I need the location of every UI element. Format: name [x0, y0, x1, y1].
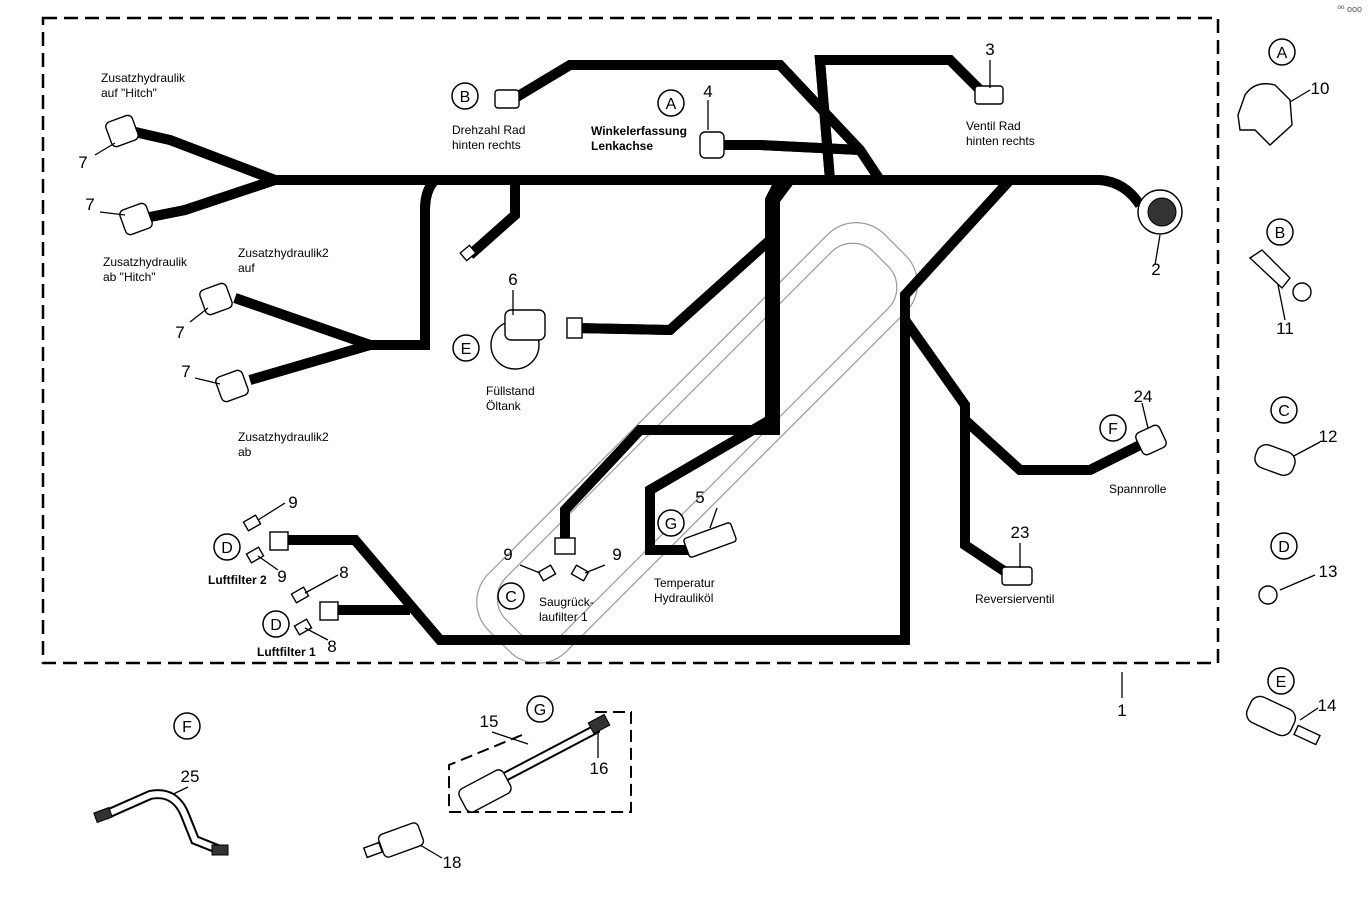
part-numbers: 7 7 7 7 2 3 4 5 6 9 9 9 9 8 8 23 24 10 1… [78, 40, 1337, 872]
part-10-sensor [1237, 83, 1293, 146]
svg-text:2: 2 [1151, 260, 1160, 279]
connector-7a [105, 114, 139, 148]
label-luftfilter2: Luftfilter 2 [208, 573, 267, 587]
connector-9a [537, 564, 557, 582]
svg-text:E: E [1276, 674, 1287, 691]
svg-text:15: 15 [480, 712, 499, 731]
connector-23 [1001, 566, 1033, 586]
svg-text:9: 9 [277, 567, 286, 586]
svg-text:7: 7 [85, 195, 94, 214]
part-25-cable [93, 806, 113, 824]
svg-text:7: 7 [181, 362, 190, 381]
svg-text:C: C [1278, 403, 1290, 420]
svg-text:4: 4 [703, 82, 712, 101]
junction-luftfilter1 [319, 601, 339, 621]
svg-text:A: A [666, 96, 677, 113]
connector-7d [215, 369, 249, 403]
connectors [105, 85, 1183, 636]
svg-text:25: 25 [181, 767, 200, 786]
connector-6-sleeve [566, 317, 583, 339]
svg-text:A: A [1277, 45, 1288, 62]
label-saug: Saugrück-laufilter 1 [539, 595, 594, 624]
leader-lines [94, 60, 1321, 859]
svg-text:7: 7 [175, 323, 184, 342]
svg-text:16: 16 [590, 759, 609, 778]
svg-text:G: G [534, 702, 546, 719]
svg-text:12: 12 [1319, 427, 1338, 446]
corner-mark: º⁰ ooo [1338, 4, 1362, 14]
callout-letters: A B E F G C D D A B C D E F G [173, 38, 1298, 740]
connector-4 [699, 131, 725, 159]
svg-text:14: 14 [1318, 696, 1337, 715]
svg-text:C: C [505, 589, 517, 606]
svg-text:F: F [182, 719, 192, 736]
assembly-boundary [41, 16, 1220, 665]
label-spannrolle: Spannrolle [1109, 482, 1167, 496]
svg-text:B: B [1275, 225, 1286, 242]
svg-text:9: 9 [288, 493, 297, 512]
svg-text:23: 23 [1011, 523, 1030, 542]
svg-text:F: F [1108, 421, 1118, 438]
part-15-sensor [458, 769, 512, 813]
connector-B [494, 89, 520, 109]
part-12-sensor [1254, 444, 1296, 476]
svg-text:D: D [1278, 539, 1290, 556]
part-13-screw [1258, 585, 1278, 605]
part-18-sensor [377, 822, 425, 858]
connector-6-body [504, 309, 546, 341]
svg-text:B: B [460, 89, 471, 106]
loose-parts [93, 83, 1321, 859]
connector-open [459, 244, 477, 262]
junction-luftfilter2 [269, 531, 289, 551]
connector-5 [683, 522, 737, 558]
svg-text:7: 7 [78, 153, 87, 172]
svg-text:24: 24 [1134, 387, 1153, 406]
watermark [476, 222, 918, 664]
label-reversier: Reversierventil [975, 592, 1054, 606]
connector-7b [119, 202, 153, 236]
svg-text:G: G [665, 516, 677, 533]
svg-text:D: D [221, 540, 233, 557]
svg-text:11: 11 [1276, 319, 1294, 338]
svg-text:9: 9 [612, 545, 621, 564]
part-16-plug [587, 713, 611, 735]
junction-9 [554, 537, 576, 555]
part-11-sensor [1248, 249, 1291, 290]
connector-3 [974, 85, 1004, 105]
harness-wires [135, 55, 1140, 645]
connector-7c [199, 282, 233, 316]
svg-text:6: 6 [508, 270, 517, 289]
svg-text:3: 3 [985, 40, 994, 59]
label-luftfilter1: Luftfilter 1 [257, 645, 316, 659]
connector-24 [1135, 424, 1167, 456]
part-14-sensor [1245, 695, 1297, 737]
svg-text:13: 13 [1319, 562, 1338, 581]
svg-text:D: D [270, 617, 282, 634]
svg-text:E: E [461, 341, 472, 358]
svg-text:8: 8 [327, 637, 336, 656]
svg-text:8: 8 [339, 563, 348, 582]
svg-text:9: 9 [503, 545, 512, 564]
part-number-1: 1 [1117, 701, 1126, 720]
svg-text:5: 5 [695, 488, 704, 507]
svg-text:18: 18 [443, 853, 462, 872]
connector-9b [570, 564, 590, 582]
svg-text:10: 10 [1311, 79, 1330, 98]
